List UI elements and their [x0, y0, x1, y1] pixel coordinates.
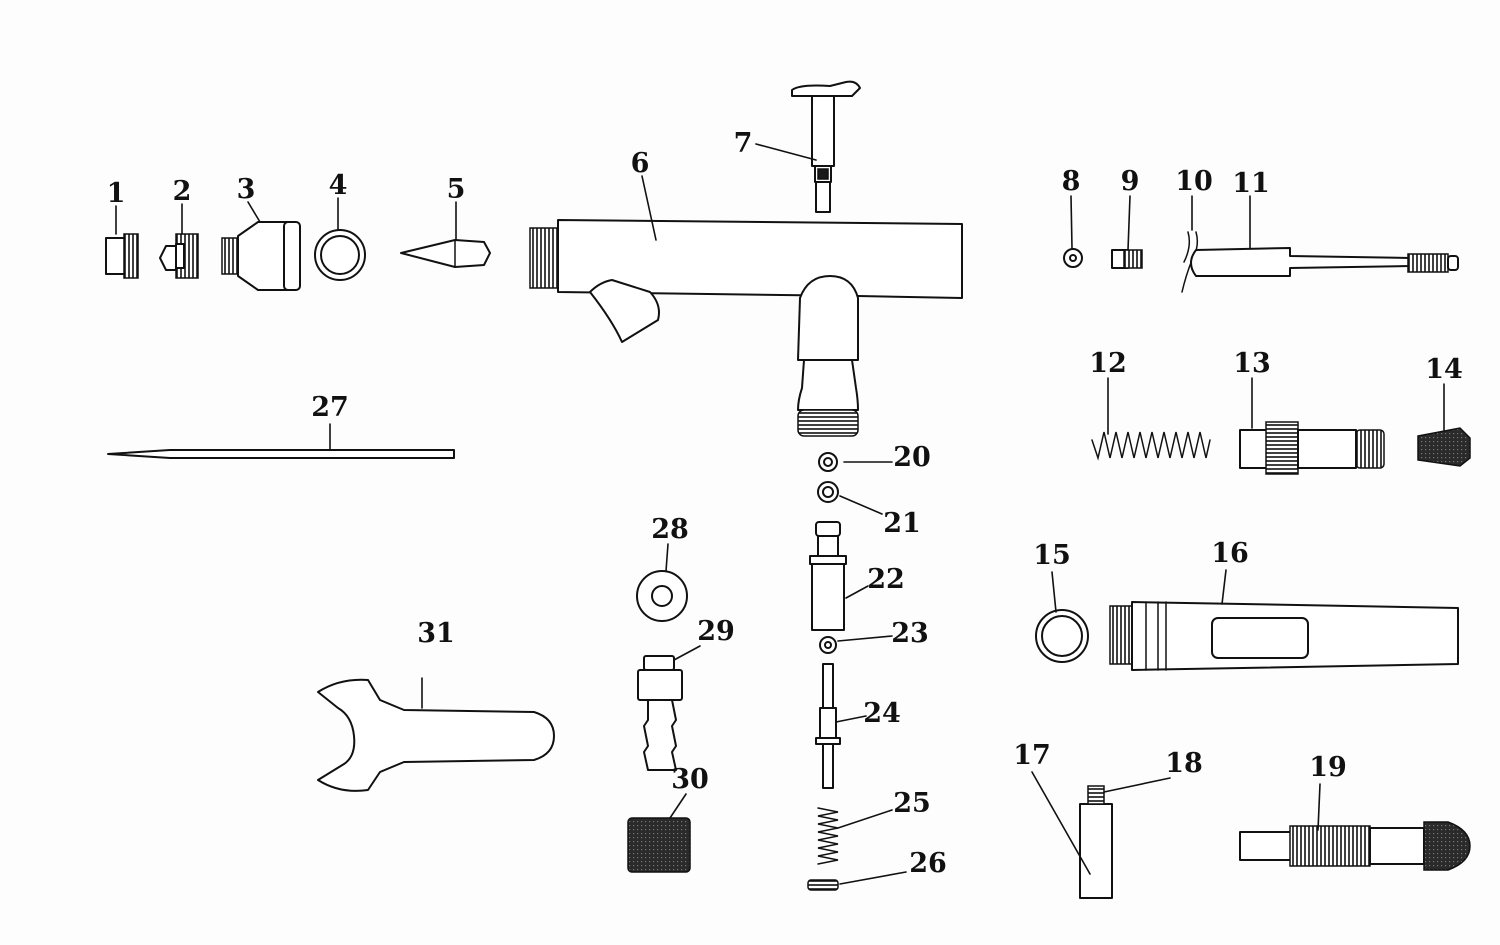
part-15-ring: [1035, 609, 1089, 663]
label-5: 5: [447, 174, 466, 205]
label-21: 21: [883, 508, 921, 539]
label-9: 9: [1121, 166, 1140, 197]
part-22-valve-housing: [809, 521, 847, 631]
label-23: 23: [891, 618, 929, 649]
label-20: 20: [893, 442, 931, 473]
label-19: 19: [1309, 752, 1347, 783]
part-18-screw: [1087, 785, 1105, 805]
part-13-spring-guide: [1239, 421, 1385, 475]
label-24: 24: [863, 698, 901, 729]
part-14-chucking-nut: [1417, 427, 1471, 467]
part-12-spring: [1091, 431, 1211, 461]
part-2-nozzle: [159, 233, 199, 279]
part-29-hose-connector: [637, 655, 683, 771]
leader-lines: [115, 143, 1445, 885]
part-9-nut: [1111, 249, 1143, 269]
label-25: 25: [893, 788, 931, 819]
part-27-needle: [107, 449, 455, 459]
part-5-tip: [400, 239, 491, 268]
label-13: 13: [1233, 348, 1271, 379]
label-28: 28: [651, 514, 689, 545]
label-6: 6: [631, 148, 650, 179]
label-12: 12: [1089, 348, 1127, 379]
part-30-filter: [627, 817, 691, 873]
label-29: 29: [697, 616, 735, 647]
part-11-chucking-guide: [1190, 247, 1459, 277]
label-2: 2: [173, 176, 192, 207]
label-3: 3: [237, 174, 256, 205]
part-26-screw: [807, 879, 839, 891]
part-19-stem: [1239, 821, 1471, 871]
label-17: 17: [1013, 740, 1051, 771]
label-8: 8: [1062, 166, 1081, 197]
label-30: 30: [671, 764, 709, 795]
label-18: 18: [1165, 748, 1203, 779]
label-22: 22: [867, 564, 905, 595]
label-7: 7: [734, 128, 753, 159]
label-26: 26: [909, 848, 947, 879]
part-21-washer: [817, 481, 839, 503]
part-4-o-ring: [314, 229, 366, 281]
label-27: 27: [311, 392, 349, 423]
label-31: 31: [417, 618, 455, 649]
part-8-washer: [1063, 248, 1083, 268]
part-number-labels: 1 2 3 4 5 6 7 8 9 10 11 12 13 14 15 16 1…: [107, 128, 1463, 879]
part-20-washer: [818, 452, 838, 472]
part-31-wrench: [317, 678, 555, 792]
part-1-nozzle-cap: [105, 233, 139, 279]
part-25-valve-spring: [817, 807, 839, 865]
label-11: 11: [1232, 168, 1270, 199]
part-6-body: [529, 219, 963, 437]
part-24-valve-stem: [815, 663, 841, 789]
part-28-washer: [636, 570, 688, 622]
label-16: 16: [1211, 538, 1249, 569]
label-1: 1: [107, 178, 126, 209]
label-15: 15: [1033, 540, 1071, 571]
label-4: 4: [329, 170, 348, 201]
part-16-handle: [1109, 601, 1459, 671]
part-23-o-ring: [819, 636, 837, 654]
label-14: 14: [1425, 354, 1463, 385]
label-10: 10: [1175, 166, 1213, 197]
part-17-cup: [1079, 803, 1113, 899]
part-7-trigger: [791, 80, 861, 213]
part-3-nozzle-body: [221, 221, 301, 291]
